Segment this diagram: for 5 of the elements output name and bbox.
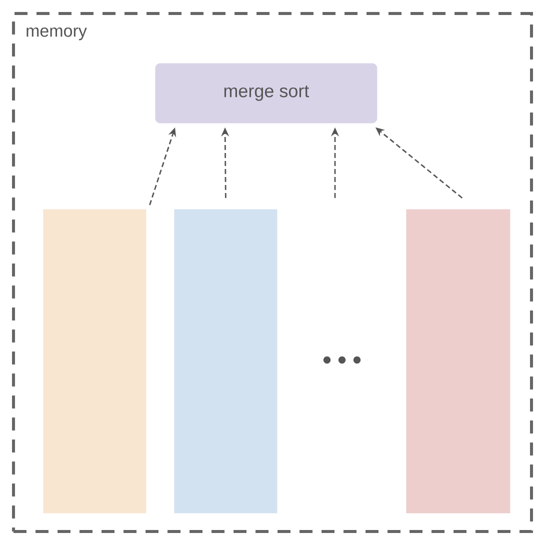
bar xyxy=(174,209,278,514)
bar xyxy=(43,209,146,514)
frame-label: memory xyxy=(26,28,87,40)
bar xyxy=(406,209,510,514)
process-box: merge sort xyxy=(155,63,378,124)
